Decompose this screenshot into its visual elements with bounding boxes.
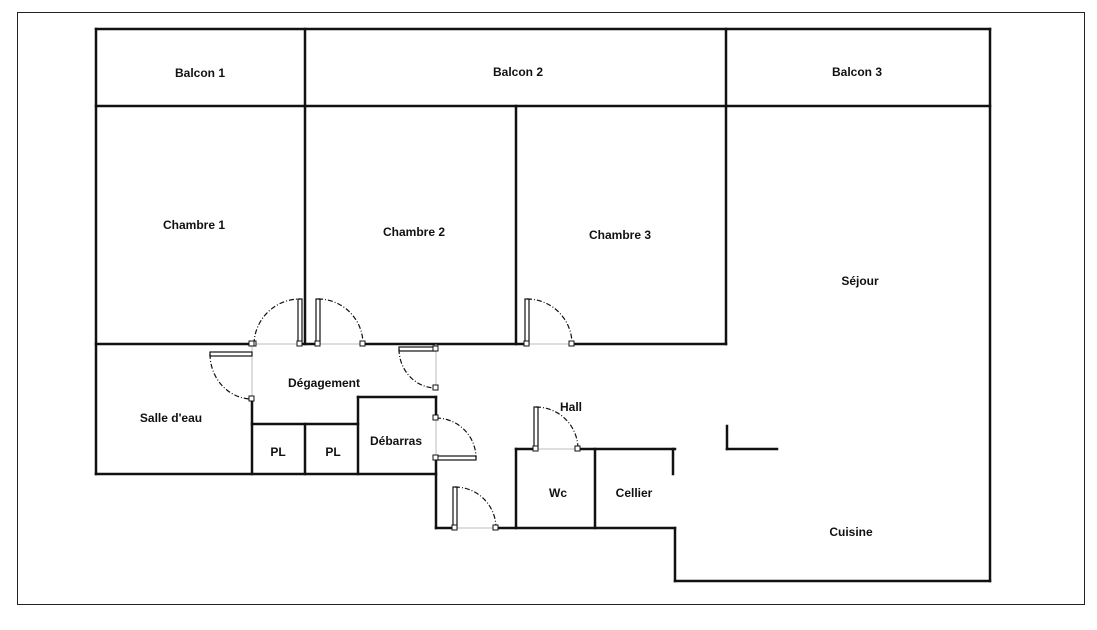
- label-degagement: Dégagement: [288, 376, 360, 390]
- door-leaf: [533, 406, 539, 450]
- label-pl-1: PL: [270, 445, 285, 459]
- door-leaf: [398, 346, 437, 352]
- label-chambre-3: Chambre 3: [589, 228, 651, 242]
- door-leaf: [435, 455, 477, 461]
- door-hinge: [248, 340, 255, 347]
- door-swing-arc: [526, 298, 573, 345]
- door-hinge: [532, 445, 539, 452]
- door-swing-arc: [535, 406, 579, 450]
- door-swing-arc: [317, 298, 364, 345]
- label-salle-deau: Salle d'eau: [140, 411, 202, 425]
- label-cellier: Cellier: [616, 486, 653, 500]
- door-hinge: [359, 340, 366, 347]
- label-balcon-2: Balcon 2: [493, 65, 543, 79]
- label-sejour: Séjour: [841, 274, 879, 288]
- label-chambre-2: Chambre 2: [383, 225, 445, 239]
- door-debarras[interactable]: [432, 414, 477, 461]
- door-salle-deau[interactable]: [209, 340, 255, 402]
- door-leaf: [297, 298, 303, 345]
- door-leaf: [209, 351, 253, 357]
- door-hinge: [314, 340, 321, 347]
- label-hall: Hall: [560, 400, 582, 414]
- door-chambre1[interactable]: [250, 298, 303, 347]
- doors: [209, 298, 581, 531]
- room-labels: Balcon 1 Balcon 2 Balcon 3 Chambre 1 Cha…: [140, 65, 882, 539]
- label-pl-2: PL: [325, 445, 340, 459]
- door-leaf: [315, 298, 321, 345]
- label-debarras: Débarras: [370, 434, 422, 448]
- door-hinge: [492, 524, 499, 531]
- label-cuisine: Cuisine: [829, 525, 873, 539]
- door-degagement[interactable]: [398, 345, 439, 391]
- label-balcon-1: Balcon 1: [175, 66, 225, 80]
- door-leaf: [452, 486, 458, 529]
- door-hinge: [574, 445, 581, 452]
- label-balcon-3: Balcon 3: [832, 65, 882, 79]
- door-swing-arc: [209, 353, 253, 400]
- door-hinge: [432, 384, 439, 391]
- door-hinge: [451, 524, 458, 531]
- door-hinge: [523, 340, 530, 347]
- door-hinge: [432, 414, 439, 421]
- door-swing-arc: [398, 348, 437, 389]
- door-hinge: [432, 454, 439, 461]
- door-chambre3[interactable]: [523, 298, 575, 347]
- door-wc[interactable]: [532, 406, 581, 452]
- door-swing-arc: [454, 486, 497, 529]
- door-hinge: [568, 340, 575, 347]
- label-wc: Wc: [549, 486, 567, 500]
- door-chambre2[interactable]: [314, 298, 366, 347]
- door-hinge: [432, 345, 439, 352]
- door-hinge: [248, 395, 255, 402]
- door-entrance[interactable]: [451, 486, 499, 531]
- door-swing-arc: [435, 417, 477, 459]
- door-swing-arc: [253, 298, 301, 345]
- walls: [94, 27, 992, 583]
- door-hinge: [296, 340, 303, 347]
- plan-frame: [17, 12, 1085, 605]
- door-leaf: [524, 298, 530, 345]
- label-chambre-1: Chambre 1: [163, 218, 225, 232]
